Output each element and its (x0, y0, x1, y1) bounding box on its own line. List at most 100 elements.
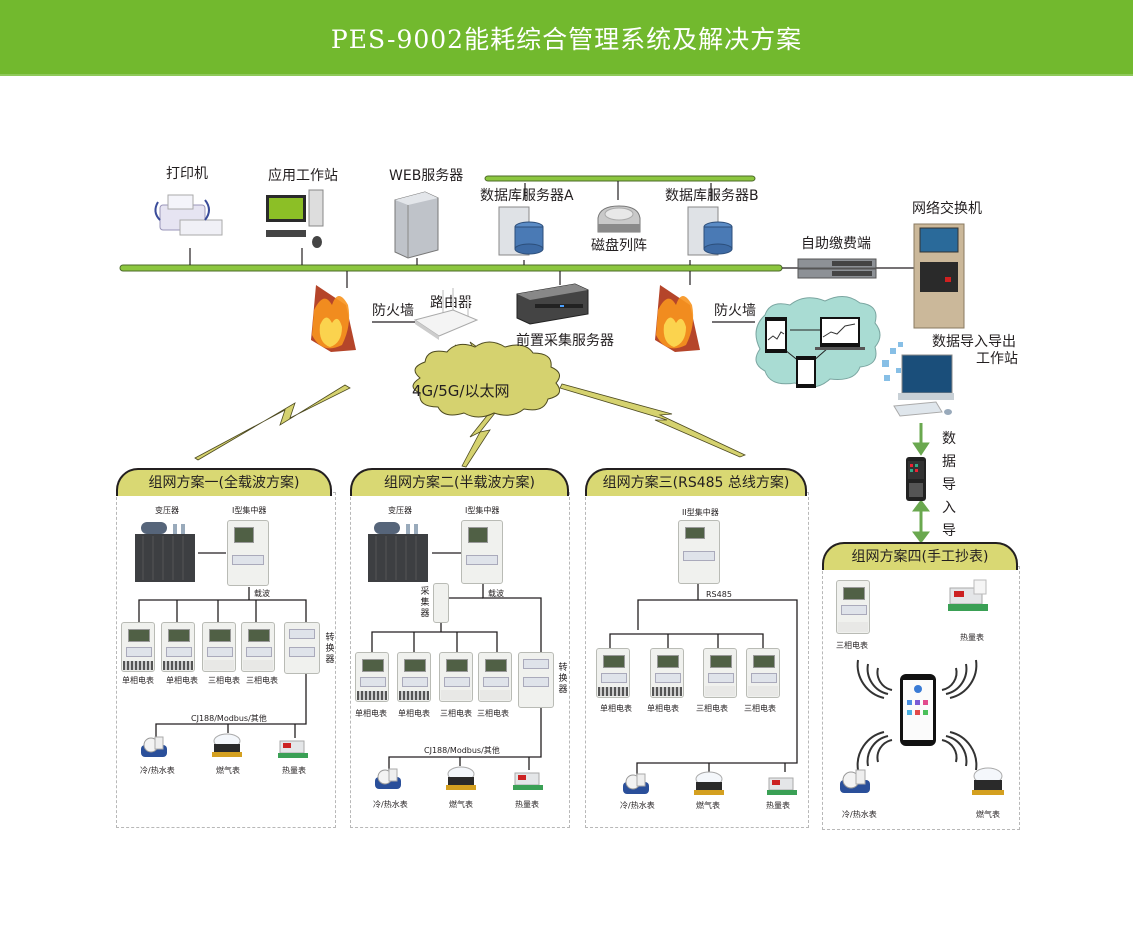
scheme2-meter-4 (478, 652, 512, 702)
scheme1-protocol-label: CJ188/Modbus/其他 (191, 714, 267, 723)
char: 器 (558, 685, 568, 695)
scheme2-sub-label-2: 燃气表 (449, 800, 473, 809)
scheme3-meter-4 (746, 648, 780, 698)
scheme1-transformer-label: 变压器 (155, 506, 179, 515)
scheme4-meter-label-4: 燃气表 (976, 810, 1000, 819)
scheme2-link-label: 载波 (488, 589, 504, 598)
scheme3-concentrator-icon (678, 520, 720, 584)
switch-icon (797, 258, 877, 279)
scheme2-sub-label-3: 热量表 (515, 800, 539, 809)
bus-drops (189, 248, 915, 323)
scheme2-concentrator-label: I型集中器 (465, 506, 500, 515)
db-bus (484, 175, 756, 182)
scheme1-meter-label-3: 三相电表 (208, 676, 240, 685)
scheme1-transformer-icon (135, 522, 195, 582)
network-cloud-label: 4G/5G/以太网 (412, 382, 510, 400)
char: 据 (942, 454, 956, 470)
scheme2-meter-label-3: 三相电表 (440, 709, 472, 718)
scheme1-wiring (138, 552, 307, 740)
char: 换 (325, 644, 335, 654)
scheme2-water-meter-icon (375, 768, 401, 789)
scheme1-link-label: 载波 (254, 589, 270, 598)
db-server-a-label: 数据库服务器A (480, 188, 574, 204)
scheme2-meter-3 (439, 652, 473, 702)
char: 数 (942, 431, 956, 447)
scheme3-meter-label-3: 三相电表 (696, 704, 728, 713)
router-label: 路由器 (430, 295, 472, 311)
scheme4-title: 组网方案四(手工抄表) (822, 542, 1018, 570)
scheme3-sub-label-2: 燃气表 (696, 801, 720, 810)
scheme1-meter-label-2: 单相电表 (166, 676, 198, 685)
scheme2-transformer-label: 变压器 (388, 506, 412, 515)
db-server-b-icon (687, 206, 733, 256)
scheme2-meter-label-1: 单相电表 (355, 709, 387, 718)
scheme2-protocol-label: CJ188/Modbus/其他 (424, 746, 500, 755)
data-workstation-icon (882, 342, 954, 417)
bolt-scheme2 (461, 411, 496, 468)
scheme2-converter-icon (518, 652, 554, 708)
scheme3-meter-label-1: 单相电表 (600, 704, 632, 713)
bolt-scheme3 (559, 383, 747, 458)
scheme1-meter-1 (121, 622, 155, 672)
char: 入 (942, 500, 956, 516)
front-server-label: 前置采集服务器 (516, 333, 614, 349)
firewall-left-label: 防火墙 (372, 303, 414, 319)
char: 换 (558, 674, 568, 684)
scheme1-sub-label-2: 燃气表 (216, 766, 240, 775)
app-workstation-label: 应用工作站 (268, 168, 338, 184)
firewall-left-icon (311, 285, 356, 352)
scheme2-concentrator-icon (461, 520, 503, 584)
front-server-icon (516, 283, 589, 325)
scheme1-gas-meter-icon (212, 733, 242, 757)
scheme1-concentrator-icon (227, 520, 269, 586)
db-server-b-label: 数据库服务器B (665, 188, 759, 204)
data-io-arrows (912, 423, 930, 544)
scheme4-heat-meter-icon (948, 579, 988, 611)
scheme2-collector-icon (433, 583, 449, 623)
disk-array-label: 磁盘列阵 (591, 238, 647, 254)
scheme4-three-phase-meter-icon (836, 580, 870, 634)
scheme3-sub-label-3: 热量表 (766, 801, 790, 810)
scheme3-meter-label-2: 单相电表 (647, 704, 679, 713)
scheme3-heat-meter-icon (767, 777, 797, 795)
scheme2-meter-1 (355, 652, 389, 702)
scheme4-smartphone-icon (900, 674, 936, 746)
scheme4-meter-label-3: 冷/热水表 (842, 810, 877, 819)
scheme1-sub-label-3: 热量表 (282, 766, 306, 775)
self-service-label: 自助缴费端 (801, 236, 871, 252)
scheme1-sub-label-1: 冷/热水表 (140, 766, 175, 775)
scheme2-sub-label-1: 冷/热水表 (373, 800, 408, 809)
char: 采 (420, 587, 430, 597)
scheme3-meter-label-4: 三相电表 (744, 704, 776, 713)
scheme1-converter-icon (284, 622, 320, 674)
scheme1-meter-4 (241, 622, 275, 672)
scheme1-water-meter-icon (141, 736, 167, 757)
scheme2-transformer-icon (368, 522, 428, 582)
main-bus (119, 264, 783, 272)
scheme3-sub-label-1: 冷/热水表 (620, 801, 655, 810)
scheme4-gas-meter-icon (972, 767, 1004, 795)
char: 器 (325, 655, 335, 665)
scheme2-wiring (371, 552, 542, 770)
scheme1-meter-label-1: 单相电表 (122, 676, 154, 685)
scheme2-gas-meter-icon (446, 766, 476, 790)
scheme3-title: 组网方案三(RS485 总线方案) (585, 468, 807, 496)
handheld-terminal-icon (906, 457, 926, 501)
mobile-devices-icon (765, 317, 865, 388)
scheme2-meter-label-4: 三相电表 (477, 709, 509, 718)
scheme3-gas-meter-icon (694, 771, 724, 795)
printer-icon (154, 194, 223, 236)
scheme3-link-label: RS485 (706, 590, 732, 599)
web-server-icon (394, 191, 439, 259)
scheme3-wiring (609, 583, 798, 775)
firewall-right-icon (655, 285, 700, 352)
scheme1-meter-2 (161, 622, 195, 672)
workstation-icon (266, 189, 324, 248)
page-title: PES-9002能耗综合管理系统及解决方案 (330, 25, 803, 54)
data-workstation-label-2: 工作站 (976, 351, 1018, 367)
scheme2-converter-label: 转 换 器 (558, 663, 568, 696)
scheme1-heat-meter-icon (278, 740, 308, 758)
network-cloud-shape (412, 341, 561, 418)
network-switch-label: 网络交换机 (912, 201, 982, 217)
